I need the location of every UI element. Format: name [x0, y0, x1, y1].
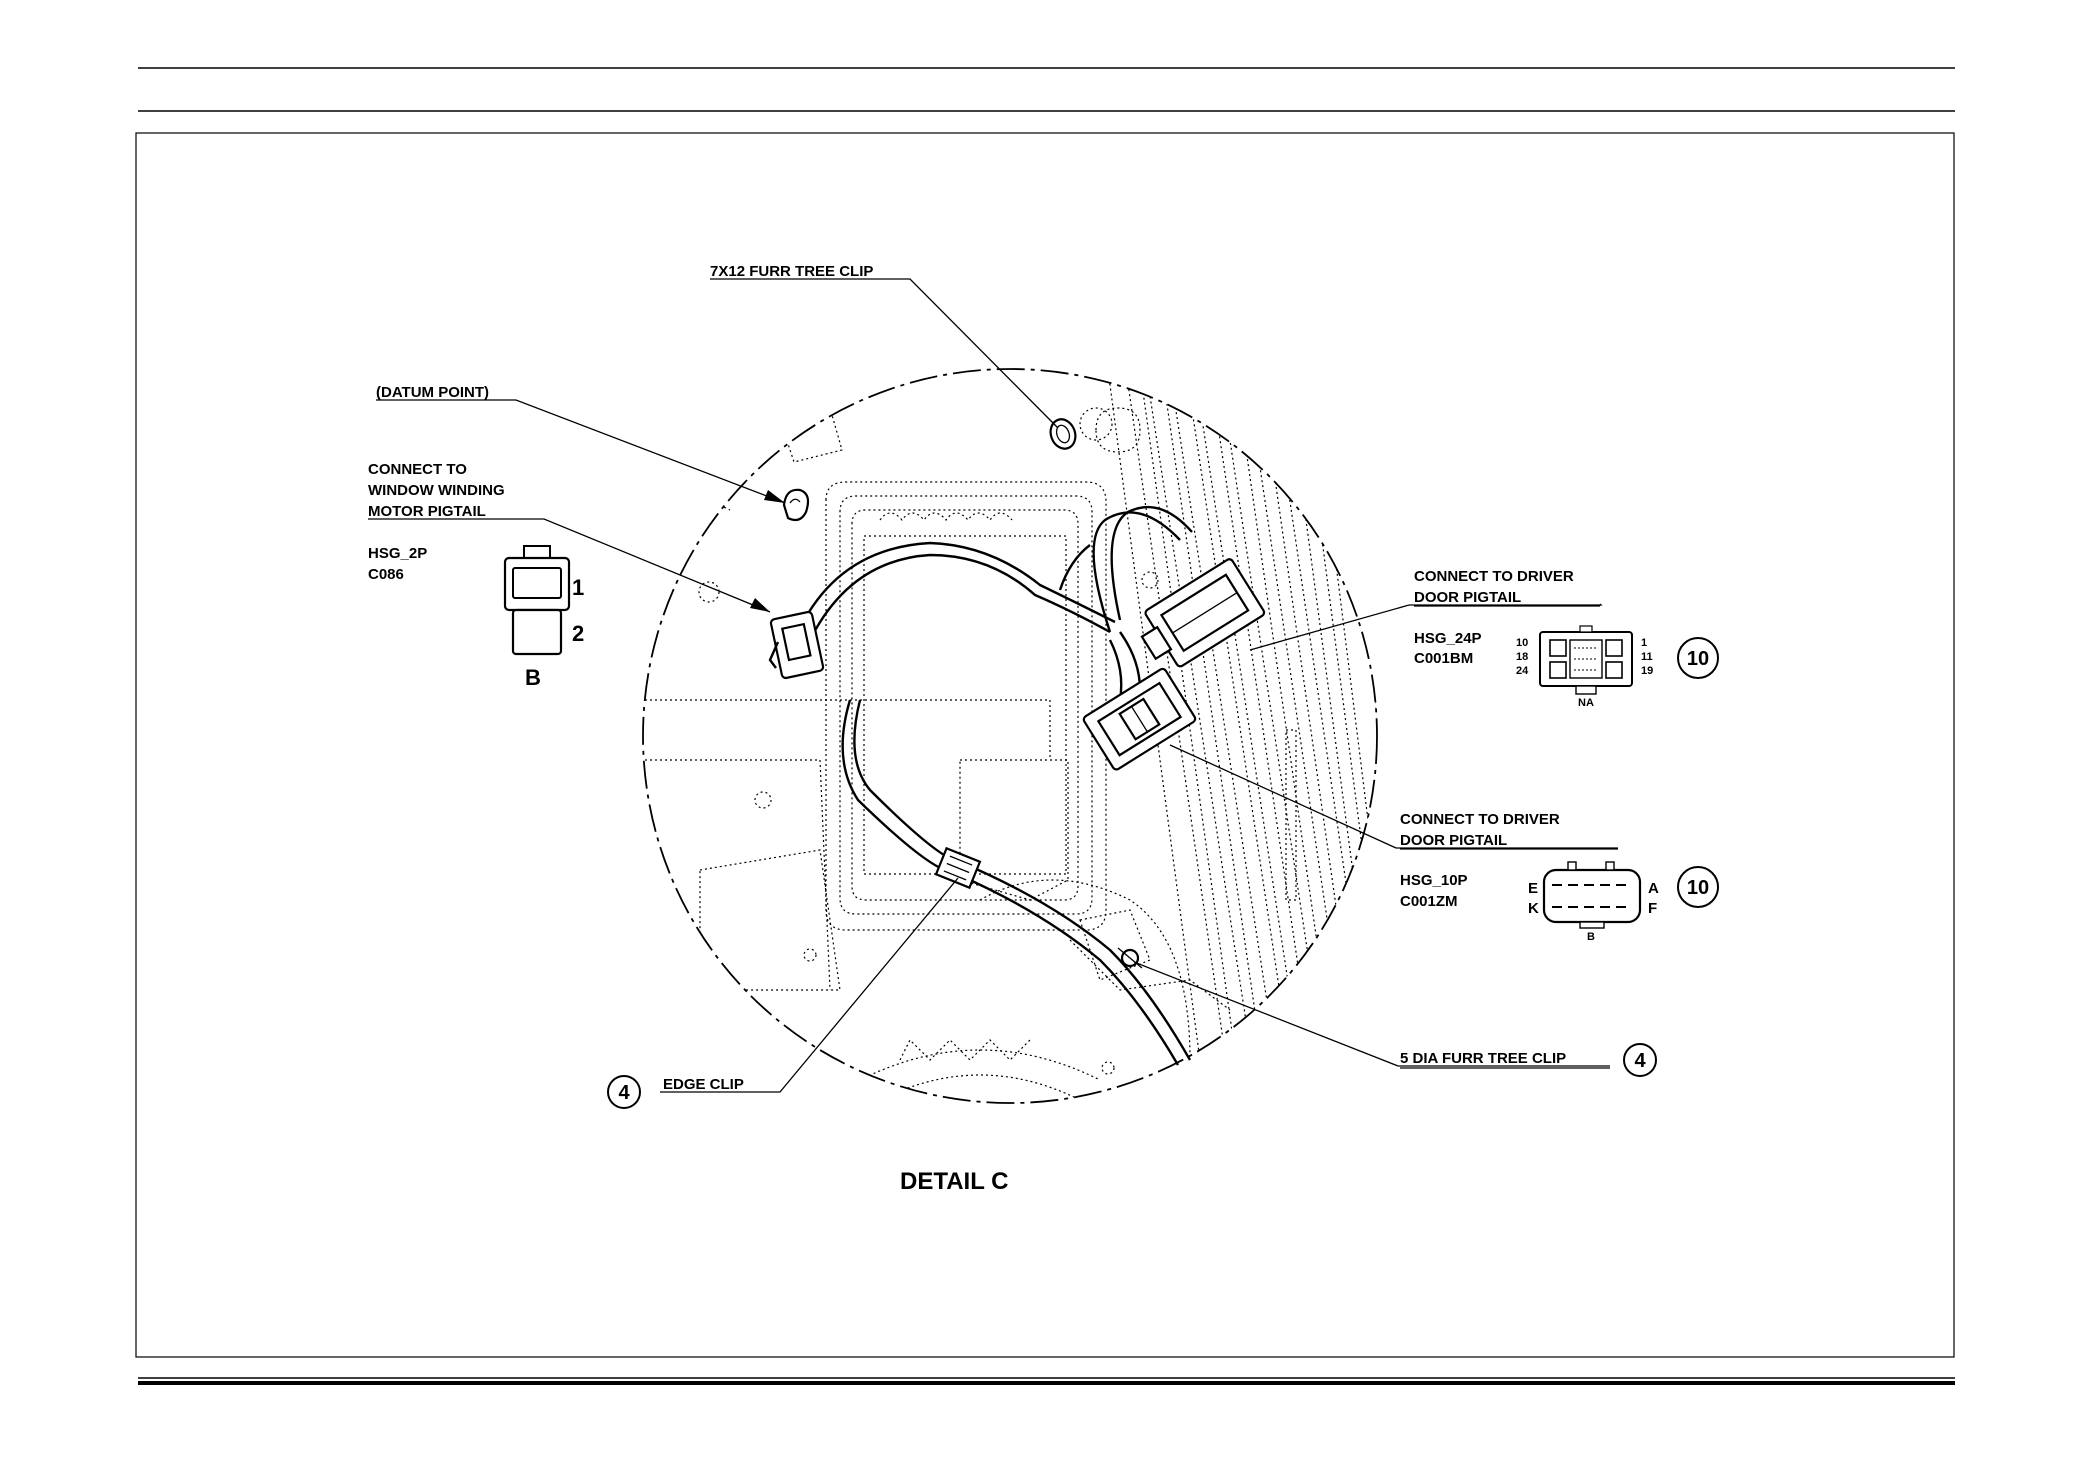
label-hsg10p: HSG_10P [1400, 872, 1468, 889]
wire-harness [798, 505, 1193, 1066]
datum-point-clip [782, 488, 810, 522]
driver-door-10p-connector-part [1082, 667, 1197, 771]
connector-24p-pin-1: 1 [1641, 637, 1647, 649]
item-bubble-furr-clip-qty: 4 [1634, 1050, 1646, 1072]
item-bubble-24p [1677, 637, 1719, 679]
label-driver-pigtail-1-line2: DOOR PIGTAIL [1414, 589, 1521, 606]
drawing-frame [135, 132, 1955, 1358]
label-c001zm: C001ZM [1400, 893, 1458, 910]
detail-boundary-circle [642, 368, 1378, 1104]
label-c086: C086 [368, 566, 404, 583]
connector-10p-symbol [1542, 861, 1642, 929]
connector-2p-symbol [503, 545, 571, 656]
label-5dia-furr-tree-clip: 5 DIA FURR TREE CLIP [1400, 1050, 1566, 1067]
label-hsg24p: HSG_24P [1414, 630, 1482, 647]
connector-10p-letter-a: A [1648, 880, 1659, 897]
item-bubble-edge-clip [607, 1075, 641, 1109]
label-edge-clip: EDGE CLIP [663, 1076, 744, 1093]
label-window-motor-line1: CONNECT TO [368, 461, 467, 478]
detail-background [643, 369, 1377, 1101]
label-driver-pigtail-2-line2: DOOR PIGTAIL [1400, 832, 1507, 849]
label-window-motor-line2: WINDOW WINDING [368, 482, 505, 499]
connector-2p-pin-1: 1 [572, 575, 584, 600]
connector-24p-pin-24: 24 [1516, 665, 1529, 677]
item-bubble-edge-clip-qty: 4 [618, 1082, 630, 1104]
item-bubble-10p [1677, 866, 1719, 908]
connector-24p-pin-19: 19 [1641, 665, 1653, 677]
label-datum-point: (DATUM POINT) [376, 384, 489, 401]
label-window-motor-line3: MOTOR PIGTAIL [368, 503, 486, 520]
connector-10p-letter-b: B [1587, 931, 1595, 943]
connector-24p-letter: NA [1578, 697, 1594, 709]
driver-door-24p-connector-part [1140, 558, 1266, 668]
connector-2p-pin-2: 2 [572, 621, 584, 646]
leader-arrowheads [750, 490, 785, 612]
label-underlines [1400, 605, 1618, 1069]
label-c001bm: C001BM [1414, 650, 1473, 667]
connector-24p-symbol [1539, 625, 1633, 695]
connector-2p-letter: B [525, 665, 541, 690]
connector-24p-pin-10: 10 [1516, 637, 1528, 649]
label-driver-pigtail-1-line1: CONNECT TO DRIVER [1414, 568, 1574, 585]
item-bubble-furr-clip [1623, 1043, 1657, 1077]
window-motor-connector-part [768, 610, 825, 680]
connector-24p-pin-11: 11 [1641, 651, 1653, 663]
furr-tree-clip-5dia-part [1117, 947, 1143, 969]
detail-title: DETAIL C [900, 1168, 1008, 1195]
connector-10p-letter-e: E [1528, 880, 1538, 897]
leader-lines [368, 278, 1618, 1093]
connector-10p-letter-f: F [1648, 900, 1657, 917]
connector-10p-letter-k: K [1528, 900, 1539, 917]
label-driver-pigtail-2-line1: CONNECT TO DRIVER [1400, 811, 1560, 828]
item-bubble-24p-qty: 10 [1687, 648, 1709, 670]
item-bubble-10p-qty: 10 [1687, 877, 1709, 899]
label-hsg2p: HSG_2P [368, 545, 427, 562]
label-7x12-furr-tree-clip: 7X12 FURR TREE CLIP [710, 263, 873, 280]
connector-24p-pin-18: 18 [1516, 651, 1528, 663]
edge-clip-part [934, 846, 982, 890]
